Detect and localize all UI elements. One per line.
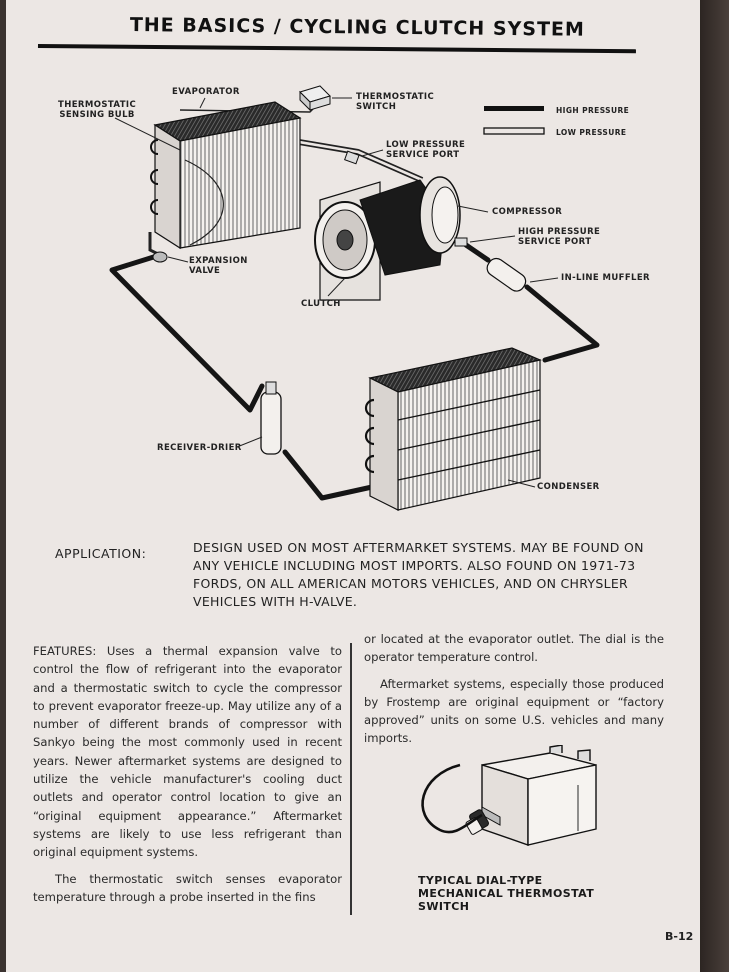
page-number: B-12 <box>665 930 694 943</box>
label-in-line-muffler: IN-LINE MUFFLER <box>561 273 651 283</box>
label-thermostatic-sensing-bulb: THERMOSTATIC SENSING BULB <box>58 100 137 120</box>
label-clutch: CLUTCH <box>301 299 341 309</box>
thermostat-caption: TYPICAL DIAL-TYPE MECHANICAL THERMOSTAT … <box>418 874 595 913</box>
legend-high-pressure-label: HIGH PRESSURE <box>556 106 630 115</box>
pressure-legend <box>483 106 545 135</box>
condenser <box>364 347 542 511</box>
thermostat-switch-body <box>481 745 597 846</box>
thermostatic-switch <box>299 85 331 112</box>
high-pressure-lines <box>109 242 600 501</box>
thermostat-switch-illustration <box>421 745 597 846</box>
features-paragraph-2: The thermostatic switch senses evaporato… <box>33 871 342 904</box>
features-right-column: or located at the evaporator outlet. The… <box>364 630 664 756</box>
features-left-column: FEATURES: Uses a thermal expansion valve… <box>33 642 342 914</box>
low-pressure-service-port <box>344 150 360 165</box>
label-high-pressure-service-port: HIGH PRESSURE SERVICE PORT <box>518 227 601 247</box>
leader-lines <box>114 97 559 488</box>
label-condenser: CONDENSER <box>537 482 600 492</box>
low-pressure-legend-swatch <box>483 127 545 135</box>
application-label: APPLICATION: <box>55 546 147 561</box>
evaporator <box>148 101 302 263</box>
features-paragraph-3: or located at the evaporator outlet. The… <box>364 632 664 665</box>
label-receiver-drier: RECEIVER-DRIER <box>157 443 242 453</box>
application-text: DESIGN USED ON MOST AFTERMARKET SYSTEMS.… <box>193 540 644 609</box>
features-paragraph-1: FEATURES: Uses a thermal expansion valve… <box>33 644 342 860</box>
page-edge-shadow <box>700 0 729 972</box>
features-paragraph-4: Aftermarket systems, especially those pr… <box>364 676 664 746</box>
legend-low-pressure-label: LOW PRESSURE <box>556 128 627 137</box>
label-evaporator: EVAPORATOR <box>172 87 240 97</box>
in-line-muffler <box>486 257 527 292</box>
label-thermostatic-switch: THERMOSTATIC SWITCH <box>356 92 435 112</box>
thermostat-capillary-tube <box>421 763 483 834</box>
compressor <box>314 176 468 301</box>
label-compressor: COMPRESSOR <box>492 207 563 217</box>
label-low-pressure-service-port: LOW PRESSURE SERVICE PORT <box>386 140 466 160</box>
high-pressure-legend-swatch <box>484 106 544 111</box>
column-divider <box>350 643 352 915</box>
label-expansion-valve: EXPANSION VALVE <box>189 256 248 276</box>
receiver-drier <box>260 381 282 455</box>
